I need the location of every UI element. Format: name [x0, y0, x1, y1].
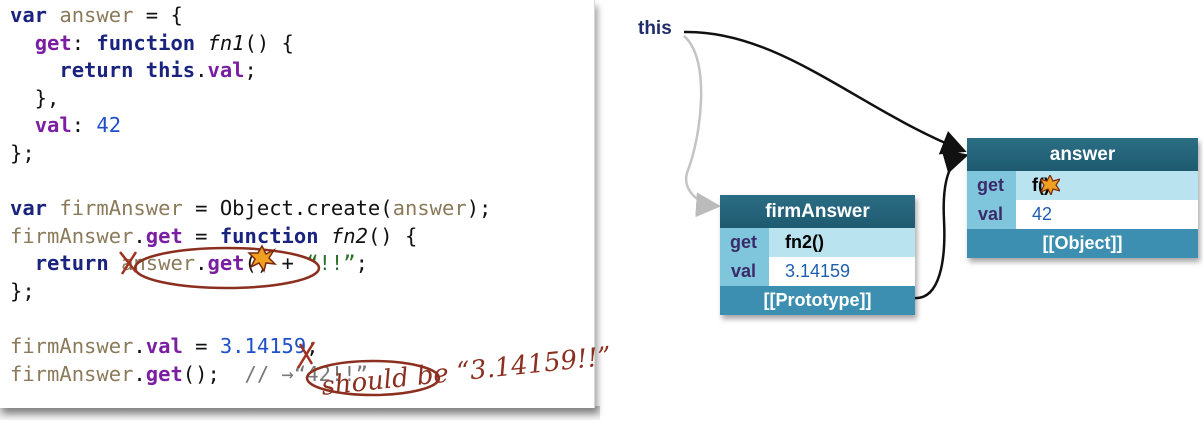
code-line: get: function fn1() { — [10, 30, 491, 58]
code-token: return — [34, 251, 122, 276]
code-token: }; — [10, 278, 35, 303]
code-token: 3.14159 — [219, 334, 307, 359]
code-token: this — [145, 58, 196, 83]
answer-get-row: get f() — [967, 171, 1198, 200]
code-token: : — [71, 30, 97, 55]
code-token: = { — [133, 3, 183, 27]
code-token: firmAnswer — [10, 223, 134, 248]
code-token: return — [59, 58, 146, 83]
code-token: get — [34, 30, 72, 55]
x-mark-return — [119, 251, 138, 275]
code-line: }; — [10, 278, 491, 306]
firmanswer-get-value: fn2() — [769, 228, 915, 257]
code-token: answer — [392, 196, 467, 221]
code-token: (); — [182, 361, 245, 386]
code-line: }, — [10, 85, 491, 113]
firmanswer-val-value: 3.14159 — [769, 257, 915, 286]
code-token: fn1 — [207, 30, 245, 55]
answer-val-key: val — [977, 204, 1004, 224]
code-line: val: 42 — [10, 112, 491, 140]
code-token: val — [207, 58, 245, 83]
answer-object-box: answer get f() val 42 [[Object]] — [967, 138, 1198, 258]
answer-val-value: 42 — [1016, 200, 1198, 229]
panel-shadow — [0, 406, 600, 420]
code-token: val — [145, 334, 183, 359]
code-token: val — [34, 113, 72, 138]
explosion-icon — [1040, 175, 1060, 195]
code-token: var — [10, 3, 60, 27]
answer-get-key: get — [977, 175, 1004, 195]
code-line: firmAnswer.val = 3.14159; — [10, 333, 491, 361]
answer-box-title: answer — [967, 138, 1198, 171]
firmanswer-get-row: get fn2() — [720, 228, 915, 257]
code-line: firmAnswer.get(); // →“42!!” — [10, 361, 491, 389]
this-to-firmanswer-arrow — [683, 35, 721, 218]
code-token: : — [71, 113, 97, 138]
firmanswer-box-footer: [[Prototype]] — [720, 286, 915, 315]
firmanswer-get-key: get — [730, 232, 757, 252]
code-token: get — [145, 223, 183, 248]
code-token: . — [195, 58, 208, 83]
answer-box-footer: [[Object]] — [967, 229, 1198, 258]
code-line: var firmAnswer = Object.create(answer); — [10, 195, 491, 223]
code-token: function — [219, 223, 331, 248]
code-token: ; — [244, 58, 257, 83]
code-token: . — [195, 251, 208, 276]
x-mark-value — [296, 341, 316, 369]
firmanswer-val-key: val — [730, 261, 757, 281]
code-token: = Object.create( — [182, 196, 393, 221]
code-token: . — [133, 361, 146, 386]
code-token: // — [244, 361, 282, 386]
code-line: var answer = { — [10, 2, 491, 30]
code-panel: var answer = { get: function fn1() { ret… — [0, 0, 595, 408]
code-token: () { — [244, 30, 294, 55]
code-token: fn2 — [330, 223, 368, 248]
firmanswer-object-box: firmAnswer get fn2() val 3.14159 [[Proto… — [720, 195, 915, 315]
code-token: }; — [10, 140, 35, 165]
code-token: firmAnswer — [10, 334, 134, 359]
code-token: = — [182, 334, 220, 359]
code-token: . — [133, 223, 146, 248]
code-block: var answer = { get: function fn1() { ret… — [10, 2, 491, 388]
code-token: ); — [466, 196, 492, 221]
code-line: }; — [10, 140, 491, 168]
code-token: answer — [59, 3, 134, 27]
code-token: var — [10, 196, 60, 221]
code-token: “!!” — [306, 251, 356, 276]
code-token: get — [207, 251, 245, 276]
code-token: ; — [355, 251, 368, 276]
code-line: firmAnswer.get = function fn2() { — [10, 223, 491, 251]
code-token: function — [96, 30, 208, 55]
code-token: get — [145, 361, 183, 386]
code-token: }, — [10, 85, 60, 110]
code-token: = — [182, 223, 220, 248]
code-line: return this.val; — [10, 57, 491, 85]
prototype-link-arrow — [913, 149, 969, 300]
code-token: firmAnswer — [10, 361, 134, 386]
answer-val-row: val 42 — [967, 200, 1198, 229]
circle-answer-get — [133, 246, 321, 290]
explosion-icon — [247, 244, 278, 273]
this-to-answer-arrow — [683, 30, 967, 155]
this-label: this — [638, 18, 672, 39]
code-token: firmAnswer — [59, 196, 183, 221]
annotation-layer — [119, 244, 441, 397]
code-token: . — [133, 334, 146, 359]
answer-get-value: f() — [1016, 171, 1198, 200]
code-token: () { — [367, 223, 418, 248]
firmanswer-box-title: firmAnswer — [720, 195, 915, 228]
firmanswer-val-row: val 3.14159 — [720, 257, 915, 286]
circle-result — [305, 359, 441, 397]
code-token: 42 — [96, 113, 122, 138]
